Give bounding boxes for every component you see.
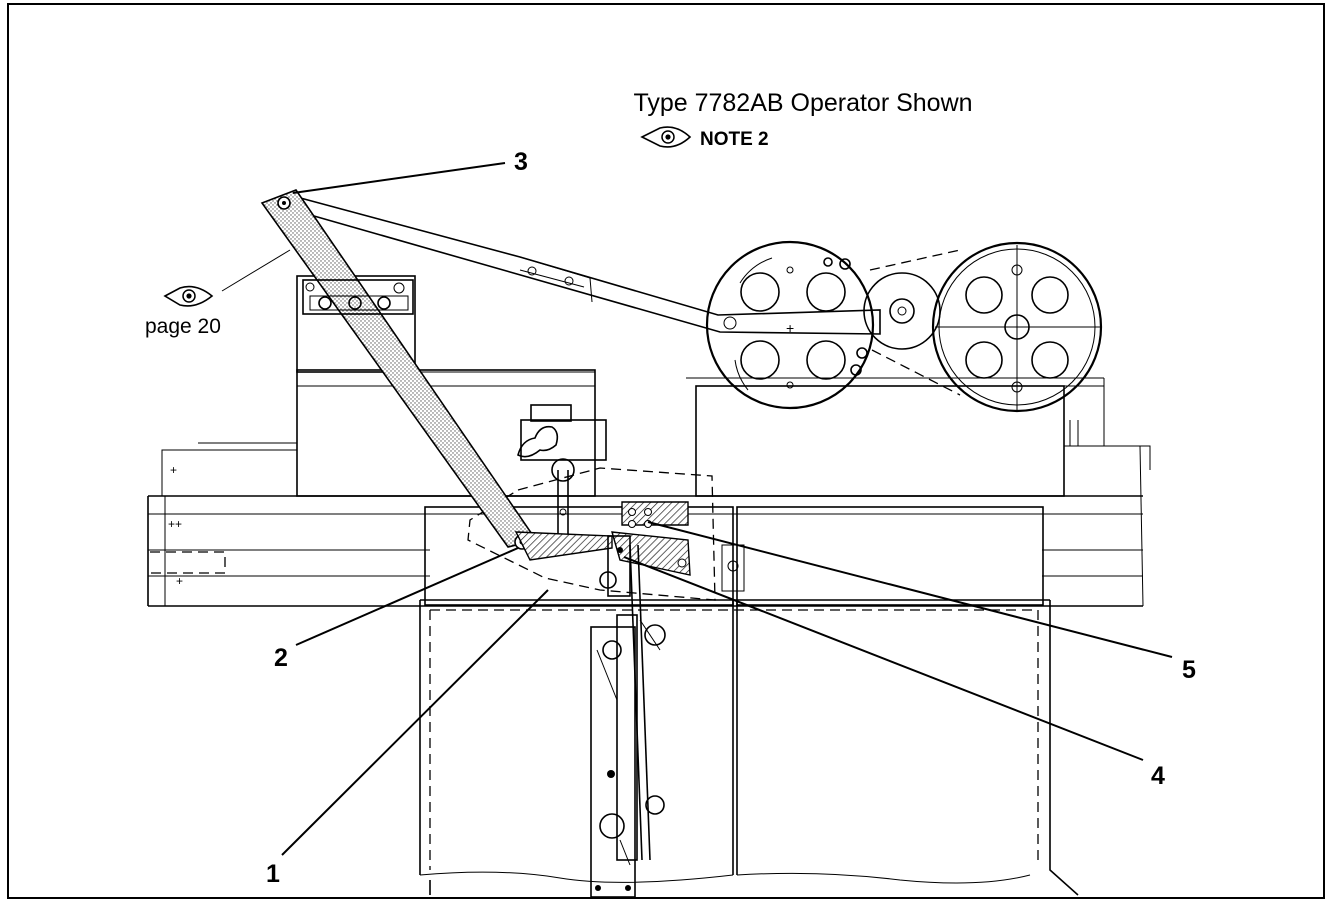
callout-4: 4 <box>1151 762 1165 790</box>
connecting-link: + <box>292 195 881 336</box>
leader-lines <box>221 162 1173 856</box>
drive-wheel <box>931 241 1103 413</box>
left-housing <box>296 275 596 497</box>
lower-housing <box>419 506 1079 896</box>
svg-text:+: + <box>170 463 177 477</box>
page-reference: page 20 <box>145 315 221 338</box>
svg-text:+: + <box>176 574 183 588</box>
callout-1: 1 <box>266 860 280 888</box>
callout-2: 2 <box>274 644 288 672</box>
svg-text:+: + <box>786 320 794 336</box>
latch-assembly <box>517 404 607 540</box>
vertical-linkage <box>590 544 666 898</box>
svg-text:++: ++ <box>168 517 182 531</box>
diagram-title: Type 7782AB Operator Shown <box>633 89 972 117</box>
hatched-link <box>514 501 691 597</box>
eye-icon <box>640 126 692 148</box>
callout-3: 3 <box>514 148 528 176</box>
dashed-envelope <box>467 467 716 601</box>
cam-wheel <box>705 240 875 410</box>
callout-5: 5 <box>1182 656 1196 684</box>
eye-icon <box>163 285 214 307</box>
diagram-frame <box>7 3 1325 899</box>
bracket <box>302 279 414 315</box>
right-housing <box>686 377 1105 497</box>
note-label: NOTE 2 <box>700 129 769 150</box>
